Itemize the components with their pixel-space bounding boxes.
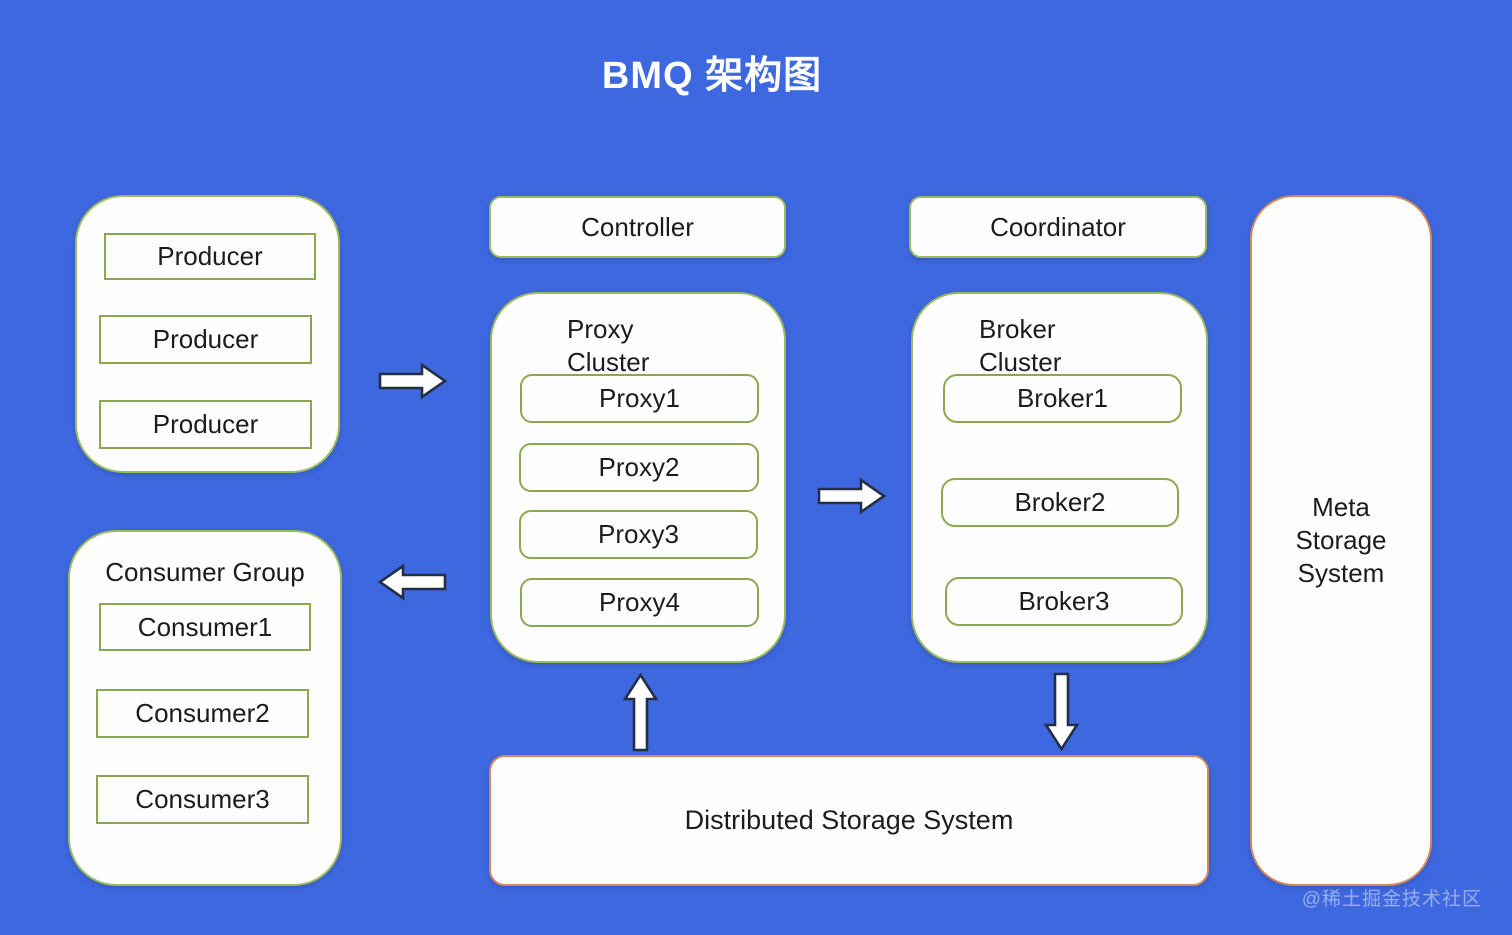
proxy-node: Proxy4 xyxy=(520,578,759,627)
diagram-title: BMQ 架构图 xyxy=(601,55,823,97)
proxy-cluster-label: Proxy Cluster xyxy=(567,314,650,377)
proxy-node: Proxy1 xyxy=(520,374,759,423)
producer-node: Producer xyxy=(99,400,312,449)
proxy-cluster-container: Proxy Cluster Proxy1 Proxy2 Proxy3 Proxy… xyxy=(490,292,786,663)
producer-node: Producer xyxy=(104,233,316,280)
consumer-node: Consumer1 xyxy=(99,603,311,651)
producer-node: Producer xyxy=(99,315,312,364)
arrow-right-icon xyxy=(378,362,448,400)
meta-storage-label: Meta Storage System xyxy=(1295,492,1387,588)
arrow-up-icon xyxy=(622,672,659,752)
distributed-storage-node: Distributed Storage System xyxy=(489,755,1209,886)
watermark-text: @稀土掘金技术社区 xyxy=(1301,889,1482,910)
arrow-left-icon xyxy=(377,563,447,601)
proxy-node: Proxy3 xyxy=(519,510,758,559)
consumer-node: Consumer2 xyxy=(96,689,309,738)
consumer-node: Consumer3 xyxy=(96,775,309,824)
arrow-right-icon xyxy=(817,477,887,515)
arrow-down-icon xyxy=(1043,672,1080,752)
consumer-group-label: Consumer Group xyxy=(105,557,305,587)
consumer-group-container: Consumer Group Consumer1 Consumer2 Consu… xyxy=(68,530,342,886)
proxy-node: Proxy2 xyxy=(519,443,759,492)
broker-node: Broker3 xyxy=(945,577,1183,626)
producer-group-container: Producer Producer Producer xyxy=(75,195,340,473)
controller-node: Controller xyxy=(489,196,786,258)
broker-cluster-container: Broker Cluster Broker1 Broker2 Broker3 xyxy=(911,292,1208,663)
broker-node: Broker2 xyxy=(941,478,1179,527)
broker-cluster-label: Broker Cluster xyxy=(979,314,1062,377)
broker-node: Broker1 xyxy=(943,374,1182,423)
coordinator-node: Coordinator xyxy=(909,196,1207,258)
meta-storage-node: Meta Storage System xyxy=(1250,195,1432,886)
